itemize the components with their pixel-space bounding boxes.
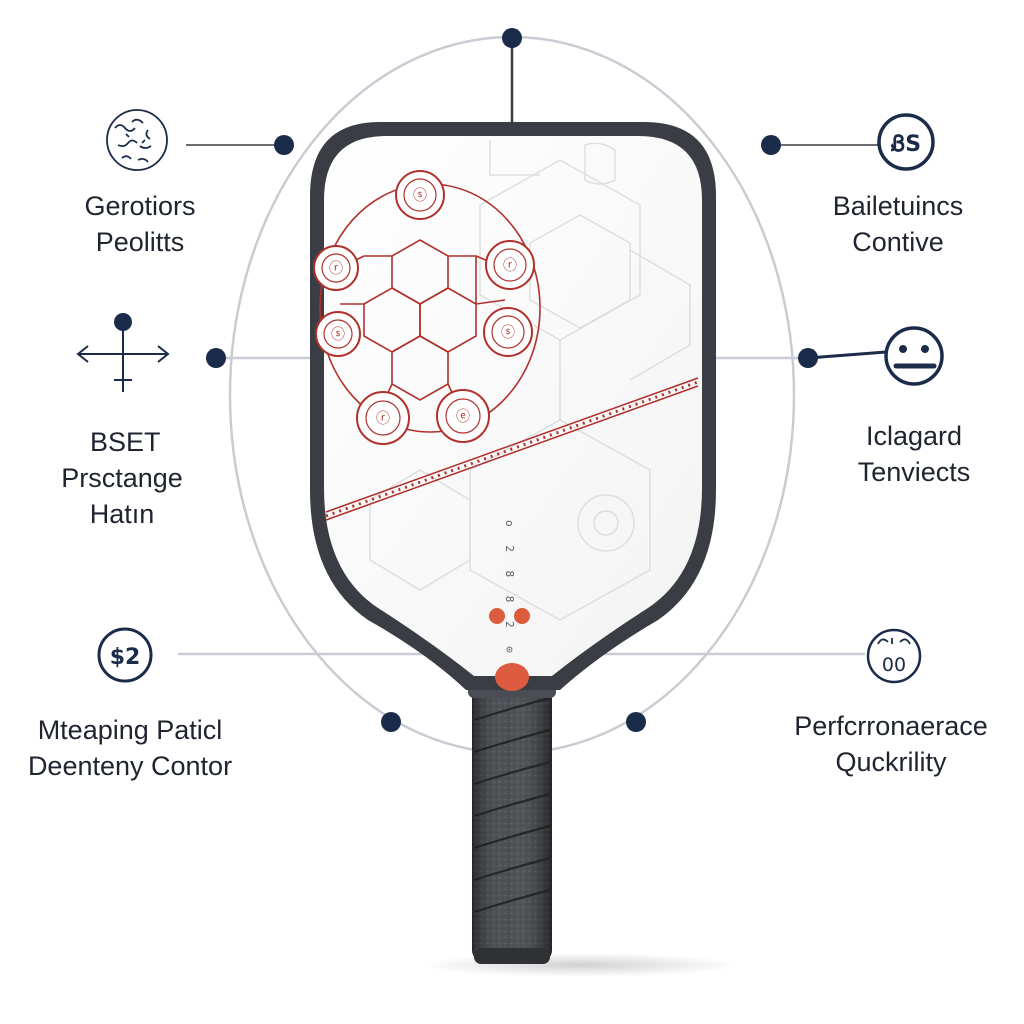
callout-line: Gerotiors bbox=[84, 191, 196, 221]
sensor-glyph: ⓡ bbox=[376, 411, 390, 427]
logo-badge-text: ᏰS bbox=[890, 132, 921, 157]
sensor-node-bottom-right bbox=[436, 389, 490, 443]
crosshair-arrows-icon bbox=[76, 330, 170, 392]
sensor-node-left-upper bbox=[313, 245, 359, 291]
sensor-glyph: ⓡ bbox=[329, 261, 343, 277]
callout-line: Prsctange bbox=[61, 463, 183, 493]
diagonal-stripe bbox=[325, 377, 699, 521]
node-mid-right bbox=[798, 348, 818, 368]
face-gauge-icon bbox=[884, 326, 944, 386]
callout-bottom-left-label: Mteaping Paticl Deenteny Contor bbox=[0, 712, 260, 784]
paddle-handle bbox=[468, 684, 556, 964]
callout-line: Mteaping Paticl bbox=[37, 715, 223, 745]
logo-badge-icon: ᏰS bbox=[877, 113, 935, 171]
sensor-node-right-lower bbox=[483, 307, 533, 357]
sensor-node-left-lower bbox=[315, 311, 361, 357]
indicator-readout: o 2 8 8 2 ⊙ bbox=[503, 520, 516, 659]
sensor-network bbox=[319, 183, 541, 433]
dollar-badge-text: $2 bbox=[110, 645, 141, 670]
callout-mid-left-label: BSET Prsctange Hatın bbox=[22, 424, 222, 532]
paddle-body bbox=[310, 122, 716, 690]
callout-top-left-label: Gerotiors Peolitts bbox=[40, 188, 240, 260]
callout-bottom-right-label: Perfcrronaerace Quckrility bbox=[766, 708, 1016, 780]
node-top-left bbox=[274, 135, 294, 155]
node-bottom-left bbox=[381, 712, 401, 732]
dial-meter-icon: 00 bbox=[866, 628, 922, 684]
connector-lines bbox=[178, 38, 887, 656]
dial-meter-text: 00 bbox=[882, 654, 906, 676]
callout-line: Perfcrronaerace bbox=[794, 711, 988, 741]
callout-line: Tenviects bbox=[857, 457, 971, 487]
sensor-glyph: ⓢ bbox=[413, 188, 427, 204]
sensor-nodes bbox=[313, 170, 535, 445]
sensor-node-top bbox=[395, 170, 445, 220]
floor-shadow bbox=[420, 953, 740, 977]
callout-line: Iclagard bbox=[865, 421, 963, 451]
sensor-glyph: ⓢ bbox=[501, 325, 515, 341]
sensor-glyph: ⓔ bbox=[456, 409, 470, 425]
ring-nodes bbox=[206, 28, 818, 732]
callout-line: Peolitts bbox=[95, 227, 185, 257]
callout-mid-right-label: Iclagard Tenviects bbox=[814, 418, 1014, 490]
indicator-lights bbox=[489, 608, 530, 624]
callout-line: Contive bbox=[852, 227, 944, 257]
throat-button bbox=[495, 663, 529, 691]
node-top bbox=[502, 28, 522, 48]
grip-wrap-lines bbox=[473, 696, 551, 914]
callout-top-right-label: Bailetuincs Contive bbox=[798, 188, 998, 260]
sensor-glyph: ⓢ bbox=[331, 327, 345, 343]
node-mid-left bbox=[206, 348, 226, 368]
sensor-node-glyphs: ⓢ ⓡ ⓡ ⓢ ⓢ ⓡ ⓔ bbox=[329, 188, 517, 427]
callout-line: BSET bbox=[90, 427, 161, 457]
callout-line: Deenteny Contor bbox=[27, 751, 233, 781]
callout-line: Hatın bbox=[89, 499, 155, 529]
texture-ball-icon bbox=[106, 109, 168, 171]
callout-line: Quckrility bbox=[835, 747, 947, 777]
callout-line: Bailetuincs bbox=[832, 191, 964, 221]
face-hex-pattern bbox=[369, 140, 691, 621]
crosshair-dot bbox=[114, 313, 132, 331]
dollar-badge-icon: $2 bbox=[97, 627, 153, 683]
sensor-glyph: ⓡ bbox=[503, 258, 517, 274]
sensor-node-bottom-left bbox=[356, 391, 410, 445]
sensor-node-right-upper bbox=[485, 240, 535, 290]
node-top-right bbox=[761, 135, 781, 155]
node-bottom-right bbox=[626, 712, 646, 732]
